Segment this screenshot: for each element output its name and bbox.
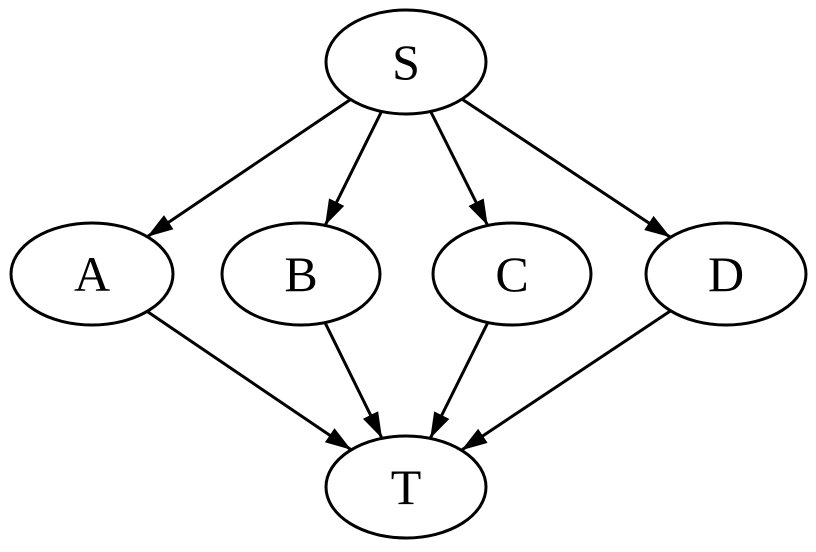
node-C: C: [431, 221, 593, 327]
edge-A-T: [146, 310, 353, 452]
node-label-S: S: [392, 34, 420, 90]
node-ellipse-S: [324, 8, 488, 116]
edge-C-T: [428, 321, 490, 440]
node-ellipse-T: [324, 434, 488, 540]
edge-S-B: [323, 110, 383, 227]
node-A: A: [9, 221, 175, 327]
node-T: T: [324, 434, 488, 540]
node-ellipse-B: [220, 221, 382, 327]
node-label-A: A: [74, 246, 110, 302]
edge-D-T: [460, 309, 672, 452]
node-label-B: B: [284, 246, 317, 302]
node-D: D: [644, 221, 808, 327]
edges-layer: [146, 97, 672, 452]
edge-B-T: [323, 321, 384, 439]
node-S: S: [324, 8, 488, 116]
node-ellipse-C: [431, 221, 593, 327]
node-B: B: [220, 221, 382, 327]
node-label-T: T: [391, 459, 422, 515]
node-label-D: D: [708, 246, 744, 302]
edge-S-D: [461, 97, 672, 239]
node-label-C: C: [495, 246, 528, 302]
edge-S-C: [429, 110, 490, 227]
nodes-layer: S A B C D T: [9, 8, 808, 540]
node-ellipse-A: [9, 221, 175, 327]
node-ellipse-D: [644, 221, 808, 327]
edge-S-A: [146, 98, 352, 238]
